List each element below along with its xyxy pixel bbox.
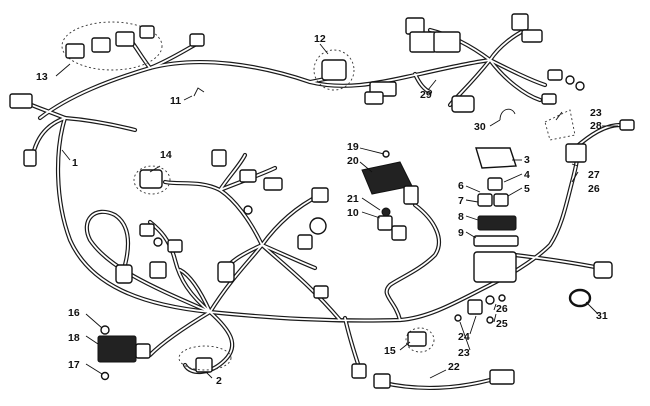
callout-15: 15	[384, 345, 396, 357]
callout-23a: 23	[590, 107, 602, 119]
voltage-regulator-18	[97, 325, 151, 381]
harness-wire-core-24	[514, 254, 601, 269]
harness-wire-core-22	[385, 204, 440, 321]
fuse-relay-box	[454, 147, 519, 324]
main-harness-wires	[17, 27, 623, 390]
harness-connectors	[9, 13, 635, 389]
harness-wire-core-20	[344, 317, 361, 371]
callout-8: 8	[458, 211, 464, 223]
harness-wire-core-15	[219, 154, 246, 191]
callout-29: 29	[420, 89, 432, 101]
callout-22: 22	[448, 361, 460, 373]
callout-17: 17	[68, 359, 80, 371]
callout-12: 12	[314, 33, 326, 45]
callout-23b: 23	[458, 347, 470, 359]
callout-21: 21	[347, 193, 359, 205]
callout-27: 27	[588, 169, 600, 181]
callout-6: 6	[458, 180, 464, 192]
callout-25: 25	[496, 318, 508, 330]
harness-wire-core-4	[57, 117, 491, 322]
callout-2: 2	[216, 375, 222, 387]
harness-wire-core-10	[184, 311, 234, 373]
harness-wire-core-27	[489, 59, 546, 86]
harness-wire-core-18	[261, 244, 316, 269]
callout-18: 18	[68, 332, 80, 344]
connector-22-end	[489, 369, 515, 385]
ring-clamp-31	[568, 288, 592, 308]
connector-lower-22	[373, 373, 391, 389]
connector-group-13	[61, 21, 205, 71]
callout-13: 13	[36, 71, 48, 83]
mark-11	[193, 87, 205, 97]
harness-wire-core-8	[149, 221, 211, 313]
mid-harness-connectors	[115, 223, 329, 299]
harness-wire-core-31	[414, 73, 431, 93]
harness-wire-core-12	[85, 210, 211, 313]
harness-wire-core-9	[179, 269, 211, 313]
callout-4: 4	[524, 169, 530, 181]
connector-2	[195, 357, 213, 373]
connector-lower-mid	[351, 363, 367, 379]
control-module-20	[361, 150, 419, 241]
callout-14: 14	[160, 149, 172, 161]
leader-lines	[55, 43, 618, 379]
callout-26b: 26	[496, 303, 508, 315]
callout-9: 9	[458, 227, 464, 239]
callout-20: 20	[347, 155, 359, 167]
callout-30: 30	[474, 121, 486, 133]
harness-wire-core-11	[149, 311, 211, 356]
harness-wire-core-6	[64, 117, 136, 131]
harness-wire-core-1	[39, 59, 491, 119]
callout-11: 11	[170, 95, 182, 107]
harness-wire-core-28	[489, 59, 541, 101]
connector-12	[313, 49, 397, 105]
harness-wire-13	[207, 192, 323, 315]
callout-7: 7	[458, 195, 464, 207]
callout-5: 5	[524, 183, 530, 195]
callout-31: 31	[596, 310, 608, 322]
connector-right-end	[593, 261, 613, 279]
mounting-bracket	[544, 109, 635, 163]
callout-19: 19	[347, 141, 359, 153]
harness-wire-26	[487, 27, 528, 63]
callout-1: 1	[72, 157, 78, 169]
callout-28: 28	[590, 120, 602, 132]
wire-loop-30	[499, 108, 516, 121]
harness-wire-core-13	[209, 194, 321, 313]
connector-left-end	[9, 93, 33, 109]
callout-10: 10	[347, 207, 359, 219]
harness-wire-core-21	[379, 379, 491, 389]
connector-left-pigtail	[23, 149, 37, 167]
callout-16: 16	[68, 307, 80, 319]
callout-26a: 26	[588, 183, 600, 195]
harness-wire-core-19	[261, 244, 341, 321]
callout-3: 3	[524, 154, 530, 166]
callout-24: 24	[458, 331, 470, 343]
connector-group-top-right	[405, 13, 585, 113]
connector-14	[133, 149, 329, 250]
connector-15	[405, 327, 435, 353]
